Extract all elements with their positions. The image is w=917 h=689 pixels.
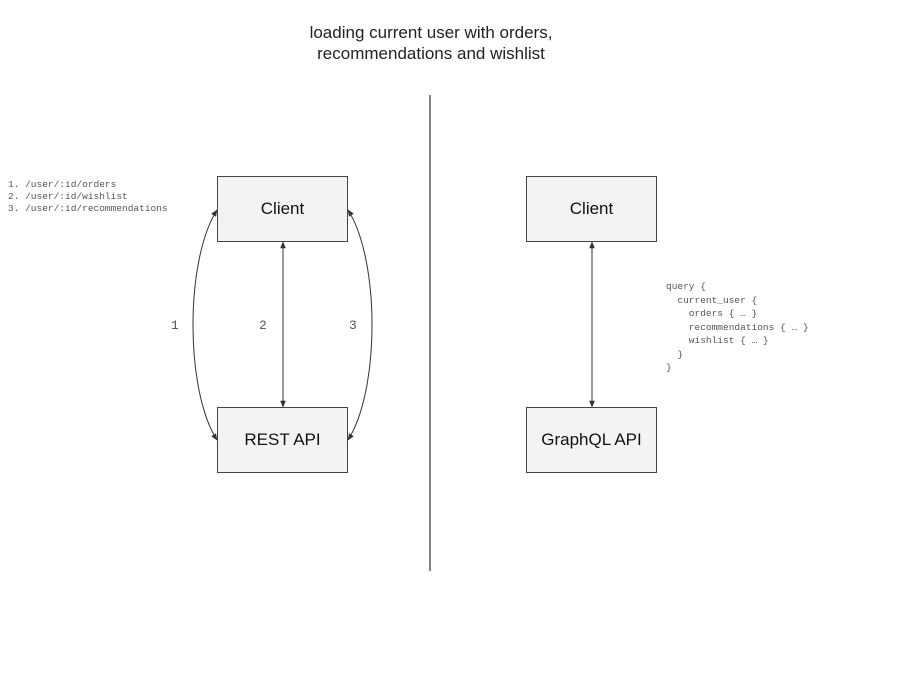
rest-api-label: REST API bbox=[244, 430, 321, 449]
endpoint-item: 1. /user/:id/orders bbox=[8, 179, 117, 190]
query-line: query { bbox=[666, 281, 706, 292]
query-line: recommendations { … } bbox=[666, 321, 809, 333]
endpoint-item: 2. /user/:id/wishlist bbox=[8, 191, 128, 202]
rest-arrow-1 bbox=[192, 209, 218, 441]
rest-endpoint-list: 1. /user/:id/orders 2. /user/:id/wishlis… bbox=[8, 179, 168, 215]
query-line: wishlist { … } bbox=[666, 335, 769, 346]
graphql-client-box: Client bbox=[526, 176, 657, 242]
query-line: orders { … } bbox=[666, 308, 758, 319]
diagram-title: loading current user with orders, recomm… bbox=[0, 22, 862, 64]
rest-client-label: Client bbox=[260, 199, 305, 218]
rest-arrow-2-label: 2 bbox=[259, 318, 267, 333]
query-line: } bbox=[666, 362, 672, 373]
endpoint-item: 3. /user/:id/recommendations bbox=[8, 203, 168, 214]
rest-arrow-1-label: 1 bbox=[171, 318, 179, 333]
graphql-query-code: query { current_user { orders { … } reco… bbox=[666, 280, 809, 375]
query-line: current_user { bbox=[666, 294, 758, 306]
rest-arrow-3-label: 3 bbox=[349, 318, 357, 333]
query-line: } bbox=[666, 348, 684, 360]
title-line-2: recommendations and wishlist bbox=[317, 44, 545, 63]
title-line-1: loading current user with orders, bbox=[309, 23, 553, 42]
graphql-client-label: Client bbox=[569, 199, 614, 218]
graphql-api-label: GraphQL API bbox=[541, 430, 642, 449]
rest-api-box: REST API bbox=[217, 407, 348, 473]
rest-client-box: Client bbox=[217, 176, 348, 242]
rest-arrow-3 bbox=[347, 209, 373, 441]
graphql-api-box: GraphQL API bbox=[526, 407, 657, 473]
